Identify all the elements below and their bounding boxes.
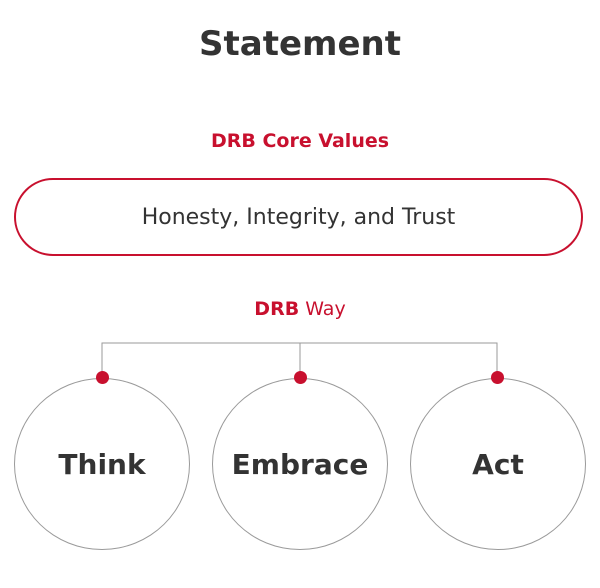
core-values-text: Honesty, Integrity, and Trust — [141, 204, 456, 230]
way-item-act: Act — [472, 447, 524, 481]
page-title: Statement — [199, 24, 401, 64]
way-heading: DRB Way — [0, 298, 600, 320]
way-heading-label: Way — [305, 298, 346, 320]
way-item-think: Think — [58, 447, 146, 481]
connector-dot-embrace — [294, 371, 307, 384]
way-circle-act: Act — [410, 378, 586, 550]
way-item-embrace: Embrace — [231, 447, 369, 481]
core-values-heading: DRB Core Values — [210, 130, 390, 152]
connector-dot-think — [96, 371, 109, 384]
way-circle-think: Think — [14, 378, 190, 550]
way-circle-embrace: Embrace — [212, 378, 388, 550]
core-values-box: Honesty, Integrity, and Trust — [14, 178, 583, 256]
connector-dot-act — [491, 371, 504, 384]
way-heading-brand: DRB — [254, 298, 300, 320]
